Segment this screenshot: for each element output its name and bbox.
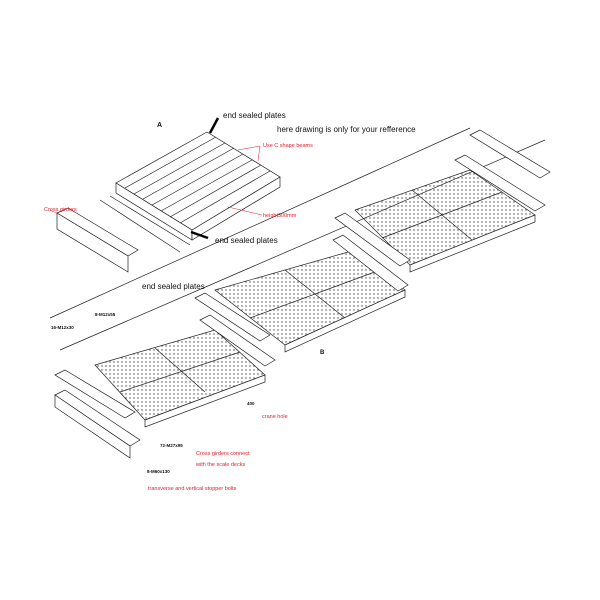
label-cross-connect-1: Cross girders connect (196, 451, 250, 457)
c-beam-assembly (99, 131, 281, 253)
label-end-sealed-plates-left: end sealed plates (142, 282, 205, 291)
scale-deck-2 (214, 249, 406, 353)
cross-girder-left (56, 207, 139, 273)
callout-bolt-16: 16-M12x30 (51, 325, 74, 330)
label-cross-connect-2: with the scale decks (196, 462, 246, 468)
callout-hole-400: 400 (247, 401, 255, 406)
label-height: height300mm (263, 213, 297, 219)
section-b-marker: B (320, 350, 325, 356)
label-stopper-bolts: transverse and vertical stopper bolts (148, 486, 237, 492)
label-reference-note: here drawing is only for your refference (277, 125, 416, 134)
label-cross-girders: Cross girders (44, 207, 77, 213)
callout-bolt-8b: 8-M60x130 (147, 469, 170, 474)
section-a-marker: A (157, 122, 163, 129)
scale-deck-3 (354, 169, 536, 273)
cross-girders (54, 129, 551, 459)
callout-bolt-72: 72-M27x95 (160, 443, 183, 448)
label-end-sealed-plates-mid: end sealed plates (215, 236, 278, 245)
label-c-shape-beams: Use C shape beams (263, 143, 313, 149)
label-end-sealed-plates-top: end sealed plates (223, 111, 286, 120)
label-crane-hole: crane hole (262, 414, 288, 420)
callout-bolt-8: 8-M12x55 (95, 312, 116, 317)
scale-deck-1 (94, 329, 266, 428)
